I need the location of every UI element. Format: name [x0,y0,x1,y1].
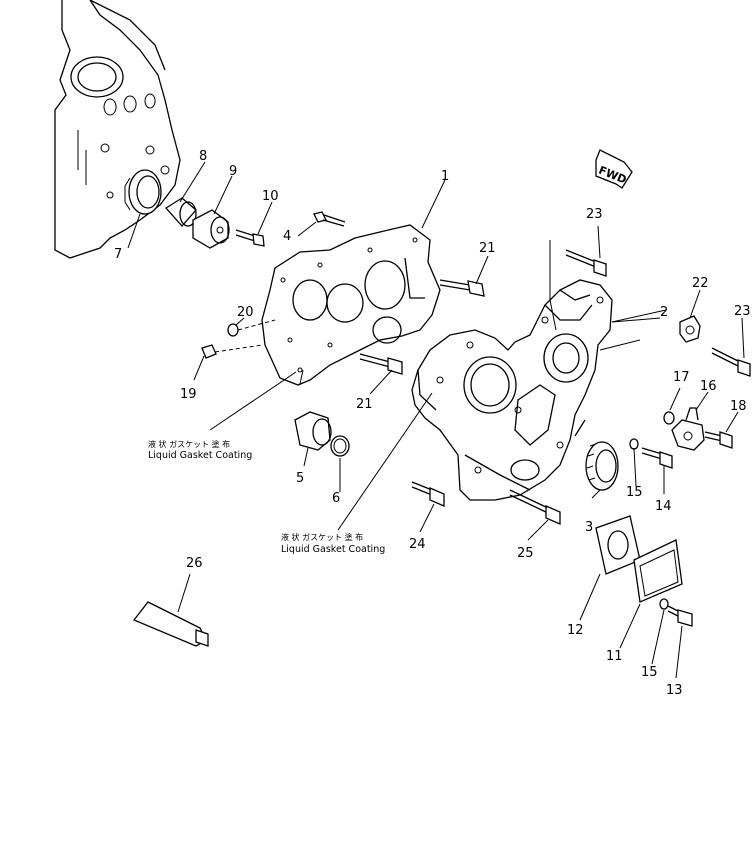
part-13-bolt [667,605,693,627]
part-21-bolt-upper [439,279,485,297]
part-3-oil-seal [585,441,619,491]
part-label: 21 [479,241,496,256]
part-6-oring [330,435,350,457]
part-label: 17 [673,370,690,385]
part-23-bolt-upper [565,249,607,277]
part-label: 10 [262,189,279,204]
note-en: Liquid Gasket Coating [281,544,385,555]
part-label: 15 [626,485,643,500]
part-label: 1 [441,169,449,184]
part-7-seal [124,169,162,215]
part-label: 22 [692,276,709,291]
part-label: 5 [296,471,304,486]
note-center: 液 状 ガスケット 塗 布 Liquid Gasket Coating [281,532,385,555]
part-5-cap [294,411,332,451]
part-label: 12 [567,623,584,638]
leader-lines [127,161,745,679]
part-17-oring [663,411,675,425]
part-10-bolt [235,229,265,247]
part-label: 18 [730,399,747,414]
alignment-lines [214,319,304,385]
part-label: 11 [606,649,623,664]
part-24-bolt [411,481,445,507]
part-8-sleeve [165,197,197,227]
part-15-washer-lower [659,598,669,610]
part-26-gasket-tube [132,601,209,647]
part-20-oring [227,323,239,337]
part-label: 20 [237,305,254,320]
part-21-bolt-lower [359,353,403,375]
part-label: 25 [517,546,534,561]
part-14-bolt [641,447,673,469]
part-25-bolt [509,489,561,525]
part-label: 9 [229,164,237,179]
part-15-washer-upper [629,438,639,450]
note-jp: 液 状 ガスケット 塗 布 [281,532,363,542]
part-label: 21 [356,397,373,412]
engine-block [54,0,181,259]
part-23-bolt-right [711,347,751,377]
part-2-leaders [599,317,661,351]
part-label: 16 [700,379,717,394]
fwd-arrow: FWD [595,149,633,189]
part-labels: 1 2 3 4 5 6 7 8 9 10 11 12 13 14 15 15 1… [114,149,751,698]
part-label: 24 [409,537,426,552]
part-16-fitting [671,407,705,451]
part-19-dowel [201,344,217,359]
part-label: 23 [586,207,603,222]
timing-gear-case [411,279,613,501]
part-label: 26 [186,556,203,571]
part-label: 19 [180,387,197,402]
part-22-clamp [679,315,701,343]
part-label: 6 [332,491,340,506]
part-label: 13 [666,683,683,698]
part-label: 3 [585,520,593,535]
part-label: 7 [114,247,122,262]
part-9-collar [192,209,230,249]
part-11-cover [633,539,683,603]
note-left: 液 状 ガスケット 塗 布 Liquid Gasket Coating [148,439,252,461]
part-label: 23 [734,304,751,319]
note-jp: 液 状 ガスケット 塗 布 [148,439,230,449]
part-18-bolt [704,431,733,449]
part-4-bolt [313,211,346,227]
part-label: 2 [660,305,668,320]
part-label: 14 [655,499,672,514]
note-en: Liquid Gasket Coating [148,450,252,461]
part-label: 15 [641,665,658,680]
gasket-plate [261,224,441,386]
part-label: 8 [199,149,207,164]
part-label: 4 [283,229,291,244]
part-12-gasket [595,515,641,575]
